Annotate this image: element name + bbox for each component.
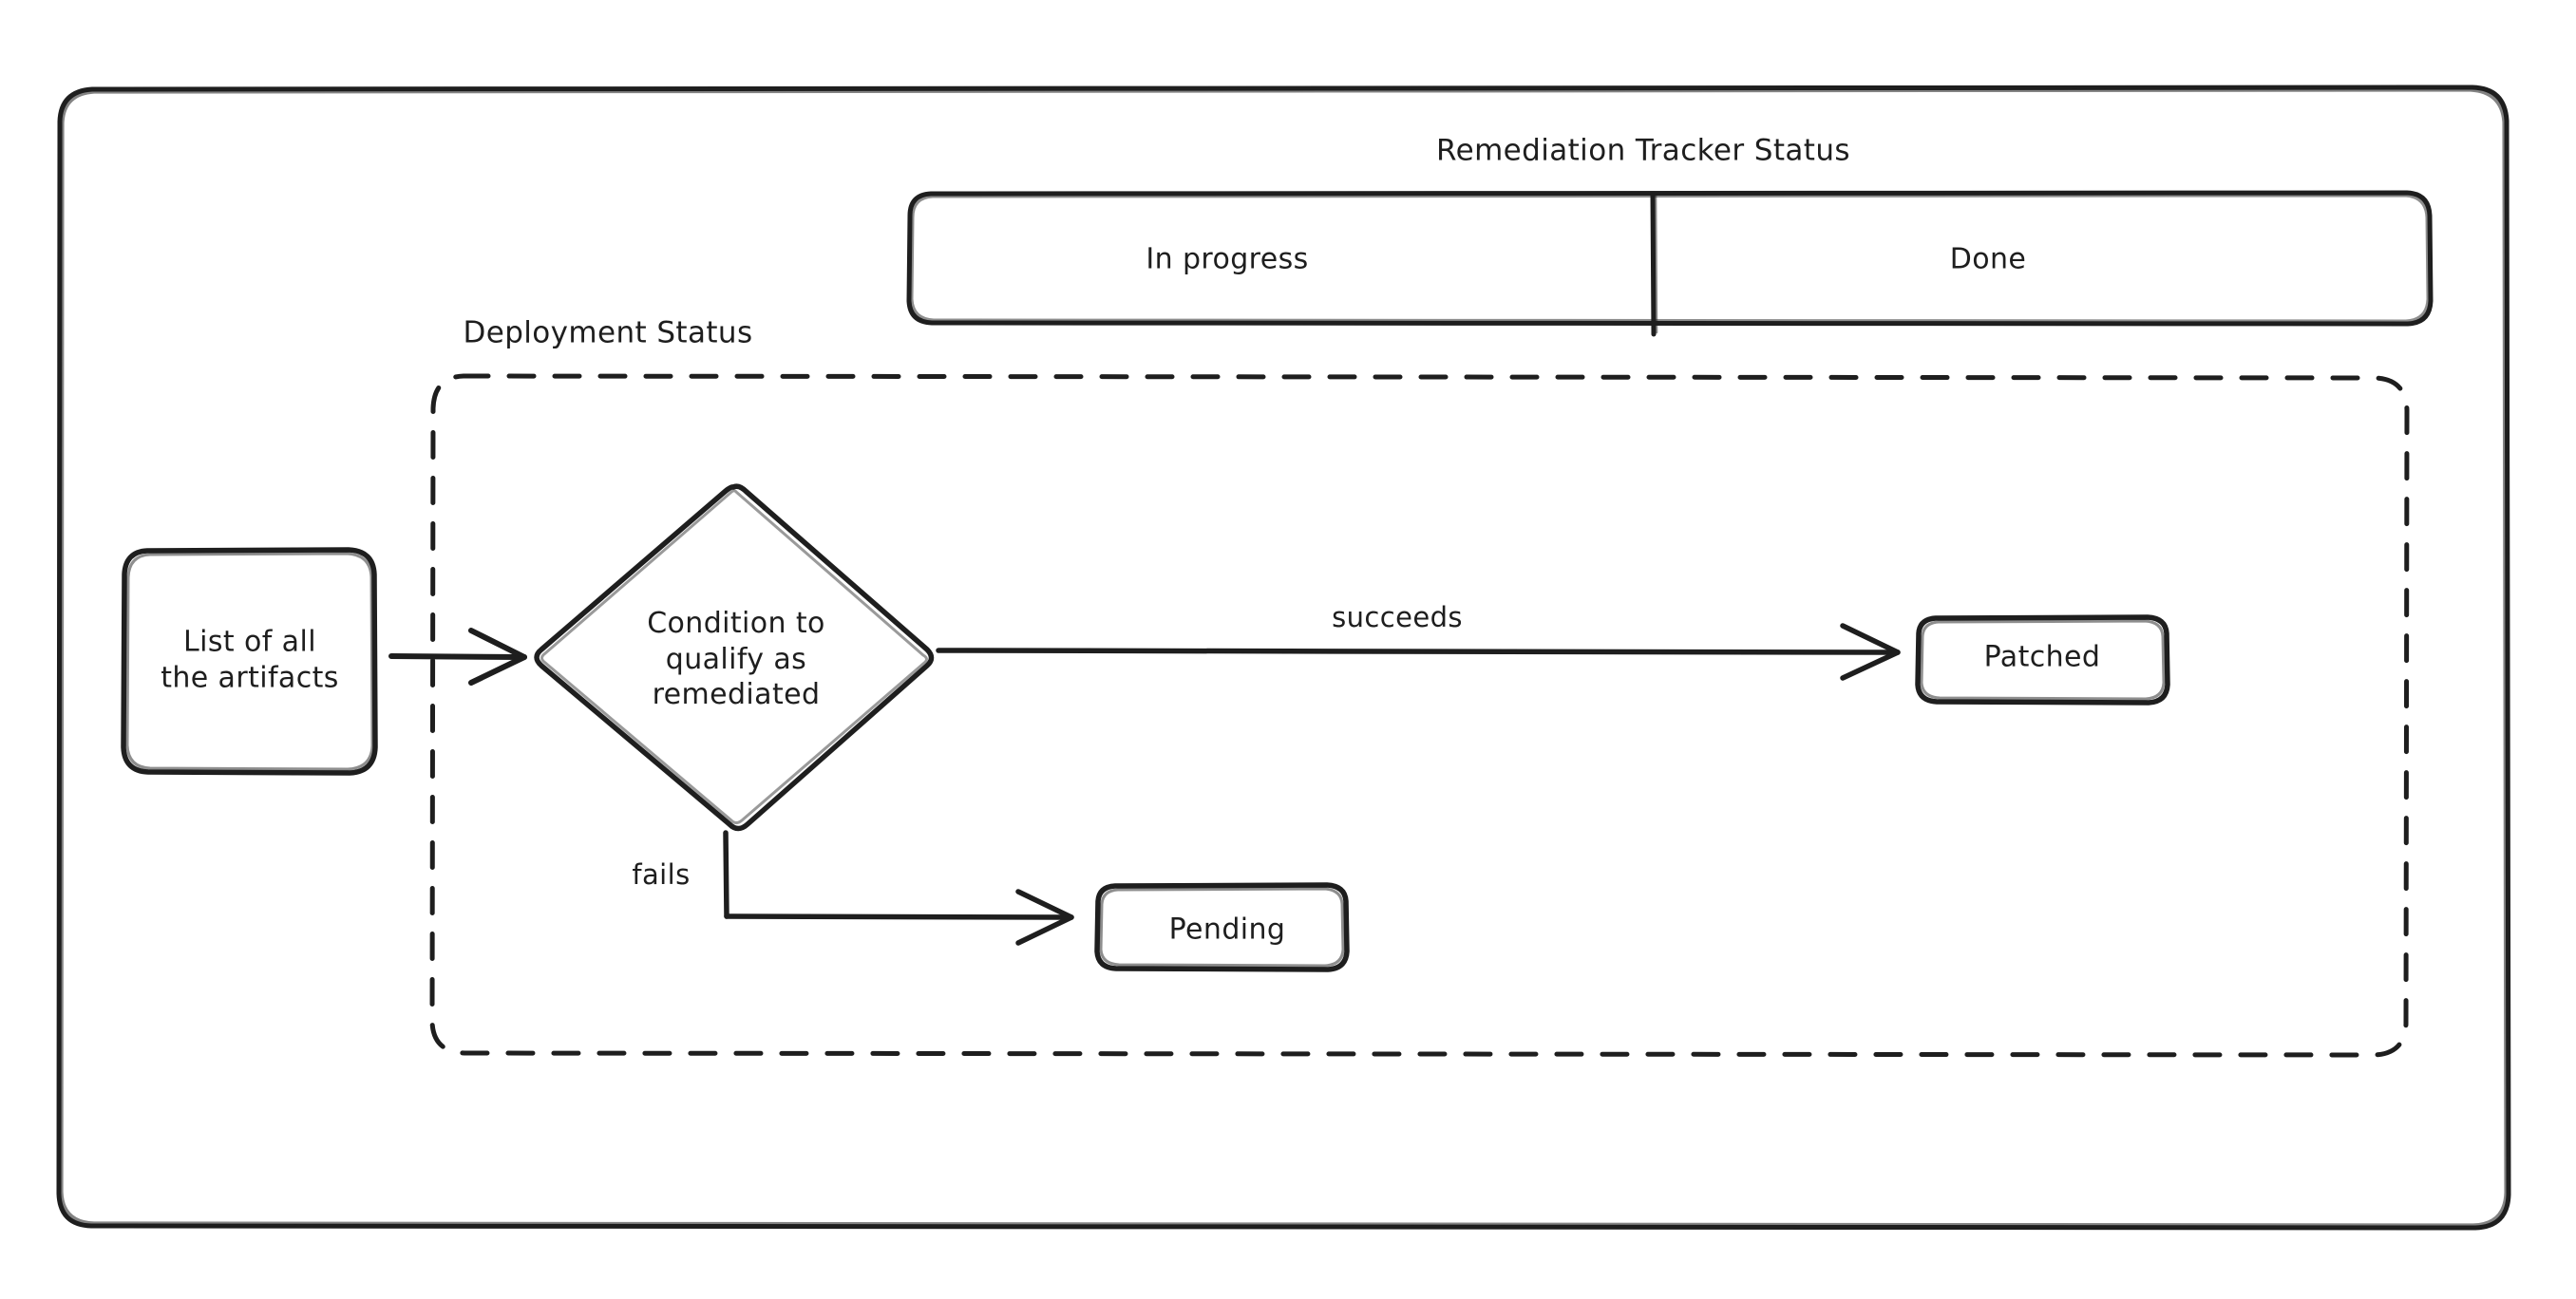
node-artifacts[interactable]	[121, 547, 378, 776]
node-patched[interactable]	[1915, 614, 2170, 706]
edge-artifacts-to-condition	[388, 628, 527, 686]
edge-condition-to-pending	[723, 830, 1074, 946]
tracker-divider	[1650, 191, 1658, 337]
outer-frame	[56, 85, 2511, 1231]
edge-condition-to-patched	[936, 623, 1901, 681]
remediation-tracker-box	[906, 190, 2434, 337]
deployment-status-box	[429, 373, 2410, 1058]
node-pending[interactable]	[1094, 882, 1350, 972]
node-condition[interactable]	[534, 483, 935, 832]
